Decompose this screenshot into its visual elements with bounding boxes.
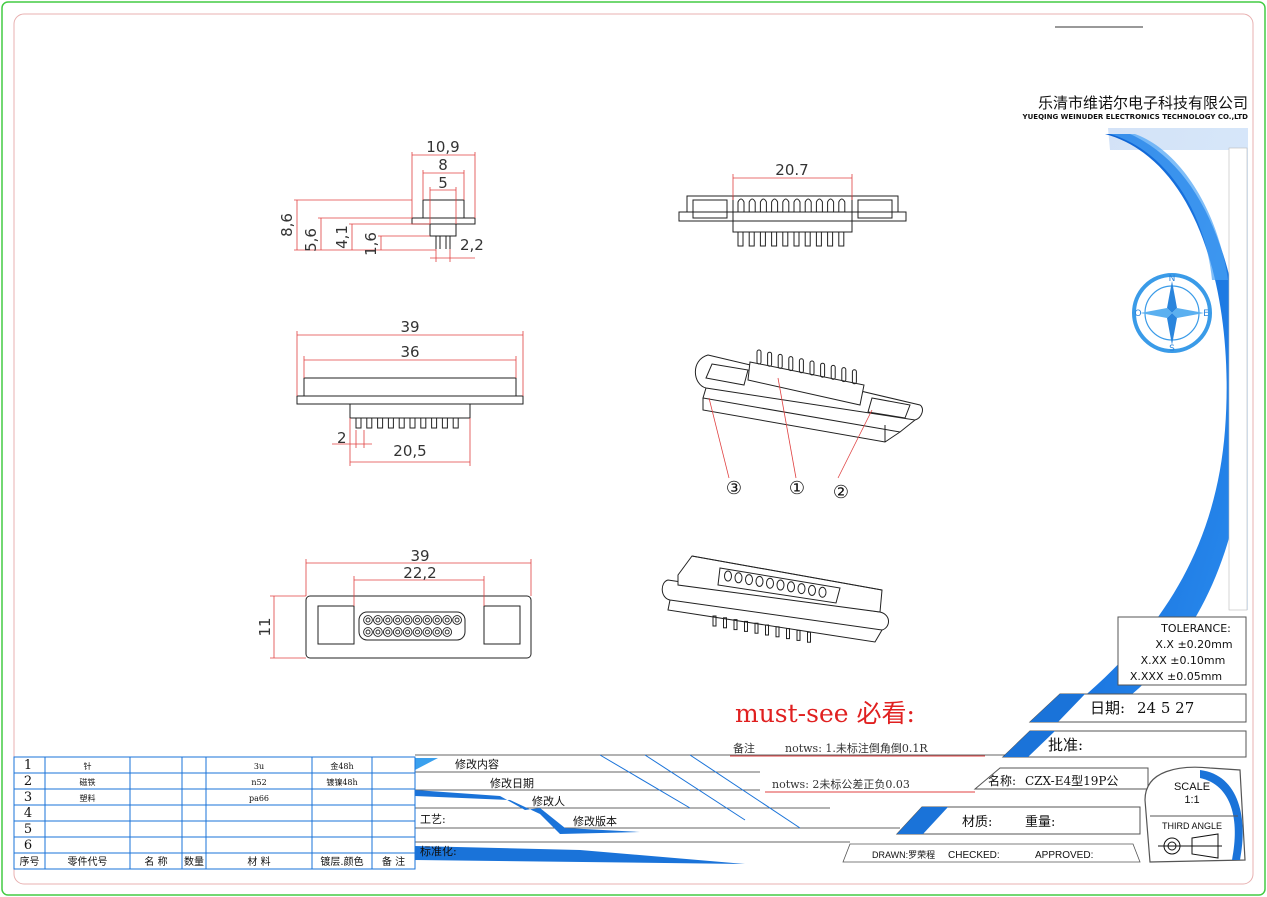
callout-2: ②: [833, 482, 849, 503]
bom-cell-no: 6: [24, 838, 32, 853]
scale-title: SCALE: [1174, 781, 1210, 793]
side-dim-4: 8,6: [278, 213, 296, 237]
bom-cell-code: 塑料: [80, 793, 96, 803]
bom-header-qty: 数量: [184, 855, 204, 868]
top-dim-2: 22,2: [403, 564, 436, 582]
weight-label: 重量:: [1025, 814, 1055, 830]
bom-cell-code: 针: [84, 761, 92, 771]
side-dim-5: 5,6: [302, 228, 320, 252]
third-angle-label: THIRD ANGLE: [1162, 821, 1222, 831]
company-name-en: YUEQING WEINUDER ELECTRONICS TECHNOLOGY …: [1022, 113, 1249, 121]
bom-cell-no: 1: [24, 758, 32, 773]
bom-cell-material: 3u: [254, 762, 264, 771]
bom-cell-finish: 镀镍48h: [326, 777, 357, 787]
end-dim-1: 20.7: [775, 161, 808, 179]
iso-view-exploded: [694, 349, 923, 479]
revision-person: 修改人: [532, 794, 565, 808]
bom-header-name: 名 称: [144, 855, 167, 868]
bom-header-material: 材 料: [247, 855, 270, 868]
front-dim-3: 2: [337, 429, 347, 447]
revision-content: 修改内容: [455, 757, 499, 771]
front-dim-2: 36: [400, 343, 419, 361]
side-dim-1: 10,9: [426, 138, 459, 156]
side-dim-2: 8: [438, 156, 448, 174]
bom-header-code: 零件代号: [68, 856, 108, 868]
front-dim-1: 39: [400, 318, 419, 336]
compass-w: O: [1134, 309, 1141, 319]
end-view: 20.7: [678, 161, 907, 247]
bom-header-finish: 镀层.颜色: [320, 855, 363, 868]
side-view: 10,9 8 5 8,6 5,6 4,1 1,6 2,2: [278, 138, 484, 262]
tolerance-box: TOLERANCE: X.X ±0.20mm X.XX ±0.10mm X.XX…: [1117, 616, 1247, 686]
top-dim-3: 11: [256, 617, 274, 636]
approved-label: APPROVED:: [1035, 850, 1093, 861]
revision-version: 修改版本: [573, 814, 617, 828]
bom-cell-material: pa66: [249, 794, 269, 803]
compass-n: N: [1169, 274, 1176, 284]
third-angle-icon: [1158, 833, 1222, 859]
bom-cell-no: 5: [24, 822, 32, 837]
side-dim-8: 2,2: [460, 236, 484, 254]
tolerance-title: TOLERANCE:: [1160, 622, 1231, 635]
callout-1: ①: [789, 478, 805, 499]
craft-label: 工艺:: [420, 813, 446, 826]
bom-header-remark: 备 注: [382, 855, 405, 868]
approve-label: 批准:: [1048, 736, 1083, 754]
product-value: CZX-E4型19P公: [1025, 774, 1118, 788]
revision-area: 修改内容 修改日期 修改人 工艺: 修改版本 标准化:: [415, 754, 1005, 864]
tolerance-l1: X.X ±0.20mm: [1155, 638, 1232, 651]
tolerance-l3: X.XXX ±0.05mm: [1130, 670, 1222, 683]
side-dim-7: 1,6: [362, 232, 380, 256]
top-view: 39 22,2 11: [256, 547, 532, 659]
compass-s: S: [1169, 344, 1175, 354]
compass-icon: N E S O: [1128, 269, 1216, 357]
front-view: 39 36 2 20,5: [296, 318, 524, 466]
front-dim-4: 20,5: [393, 442, 426, 460]
note-2: notws: 2未标公差正负0.03: [772, 777, 910, 791]
scale-value: 1:1: [1184, 794, 1199, 806]
must-see-note: must-see 必看:: [735, 699, 915, 728]
side-dim-3: 5: [438, 174, 448, 192]
bom-table: 1 针 3u 金48h 2 磁铁 n52 镀镍48h 3 塑料 pa66 456 序号 零件代号 名 称 数量…: [13, 756, 416, 870]
bom-cell-no: 3: [24, 790, 32, 805]
bom-cell-code: 磁铁: [80, 777, 96, 787]
compass-e: E: [1203, 309, 1209, 319]
callout-3: ③: [726, 478, 742, 499]
material-label: 材质:: [962, 815, 992, 830]
note-1: notws: 1.未标注倒角倒0.1R: [785, 741, 928, 755]
standard-label: 标准化:: [420, 844, 457, 858]
product-label: 名称:: [988, 773, 1016, 788]
bom-cell-finish: 金48h: [330, 761, 353, 771]
bom-cell-no: 2: [24, 774, 32, 789]
bom-cell-material: n52: [251, 778, 266, 787]
inner-frame: [13, 13, 1254, 885]
date-value: 24 5 27: [1137, 699, 1194, 717]
tolerance-l2: X.XX ±0.10mm: [1141, 654, 1226, 667]
side-dim-6: 4,1: [333, 225, 351, 249]
scale-box: SCALE 1:1 THIRD ANGLE: [1144, 766, 1246, 863]
remark-label: 备注: [733, 741, 755, 755]
date-label: 日期:: [1090, 699, 1125, 717]
drawn-by: DRAWN:罗荣程: [872, 849, 935, 860]
bom-header-no: 序号: [20, 855, 40, 868]
checked-label: CHECKED:: [948, 850, 1000, 861]
revision-date: 修改日期: [490, 776, 534, 790]
iso-view-assembled: [661, 555, 889, 643]
company-name-cn: 乐清市维诺尔电子科技有限公司: [1038, 94, 1248, 112]
top-dim-1: 39: [410, 547, 429, 565]
blue-swoosh: [1080, 128, 1248, 700]
bom-cell-no: 4: [24, 806, 32, 821]
